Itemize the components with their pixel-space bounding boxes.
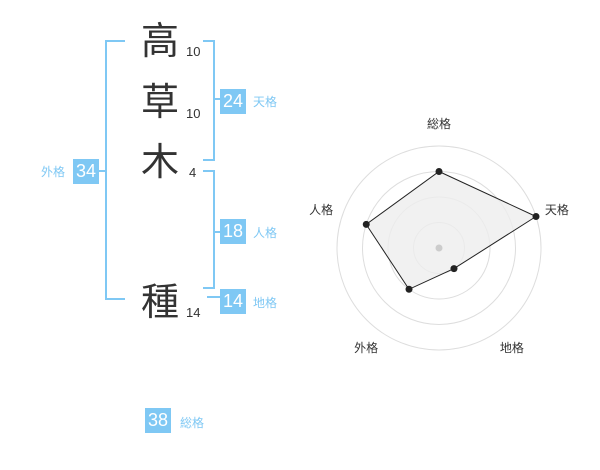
radar-point-0 [435, 168, 443, 175]
stroke-count-4: 14 [186, 305, 201, 320]
kanji-1: 高 [141, 19, 180, 63]
jinkaku-bracket-tick [215, 231, 222, 233]
gaikaku-label: 外格 [41, 165, 66, 179]
stroke-count-2: 10 [186, 106, 201, 121]
jinkaku-value: 18 [220, 219, 247, 244]
gaikaku-value: 34 [73, 159, 100, 184]
radar-center-dot [435, 244, 443, 252]
kanji-4: 種 [141, 280, 180, 324]
soukaku-label: 総格 [180, 416, 205, 430]
tenkaku-label: 天格 [253, 95, 278, 109]
radar-axis-label-3: 外格 [354, 341, 379, 356]
gaikaku-bracket [105, 40, 125, 300]
radar-point-2 [450, 265, 458, 273]
stroke-count-3: 4 [189, 165, 197, 180]
gaikaku-bracket-tick [96, 170, 105, 172]
radar-ring-4 [336, 145, 542, 351]
kanji-2: 草 [141, 80, 180, 124]
chikaku-value: 14 [220, 289, 247, 314]
radar-point-4 [362, 220, 370, 228]
radar-series-polygon [365, 170, 538, 290]
chikaku-label: 地格 [253, 296, 278, 310]
radar-axis-label-2: 地格 [499, 341, 524, 356]
tenkaku-value: 24 [220, 89, 247, 114]
radar-axis-label-1: 天格 [544, 202, 569, 217]
radar-point-1 [532, 212, 540, 220]
radar-axis-label-4: 人格 [309, 202, 334, 217]
jinkaku-label: 人格 [253, 226, 278, 240]
tenkaku-bracket [203, 40, 215, 161]
jinkaku-bracket [203, 170, 215, 289]
stroke-count-1: 10 [186, 44, 201, 59]
radar-axis-label-0: 総格 [427, 117, 452, 131]
soukaku-value: 38 [145, 408, 172, 433]
radar-point-3 [405, 285, 413, 293]
kanji-3: 木 [141, 140, 180, 184]
tenkaku-bracket-tick [215, 98, 222, 100]
chikaku-bracket-tick [207, 296, 222, 298]
